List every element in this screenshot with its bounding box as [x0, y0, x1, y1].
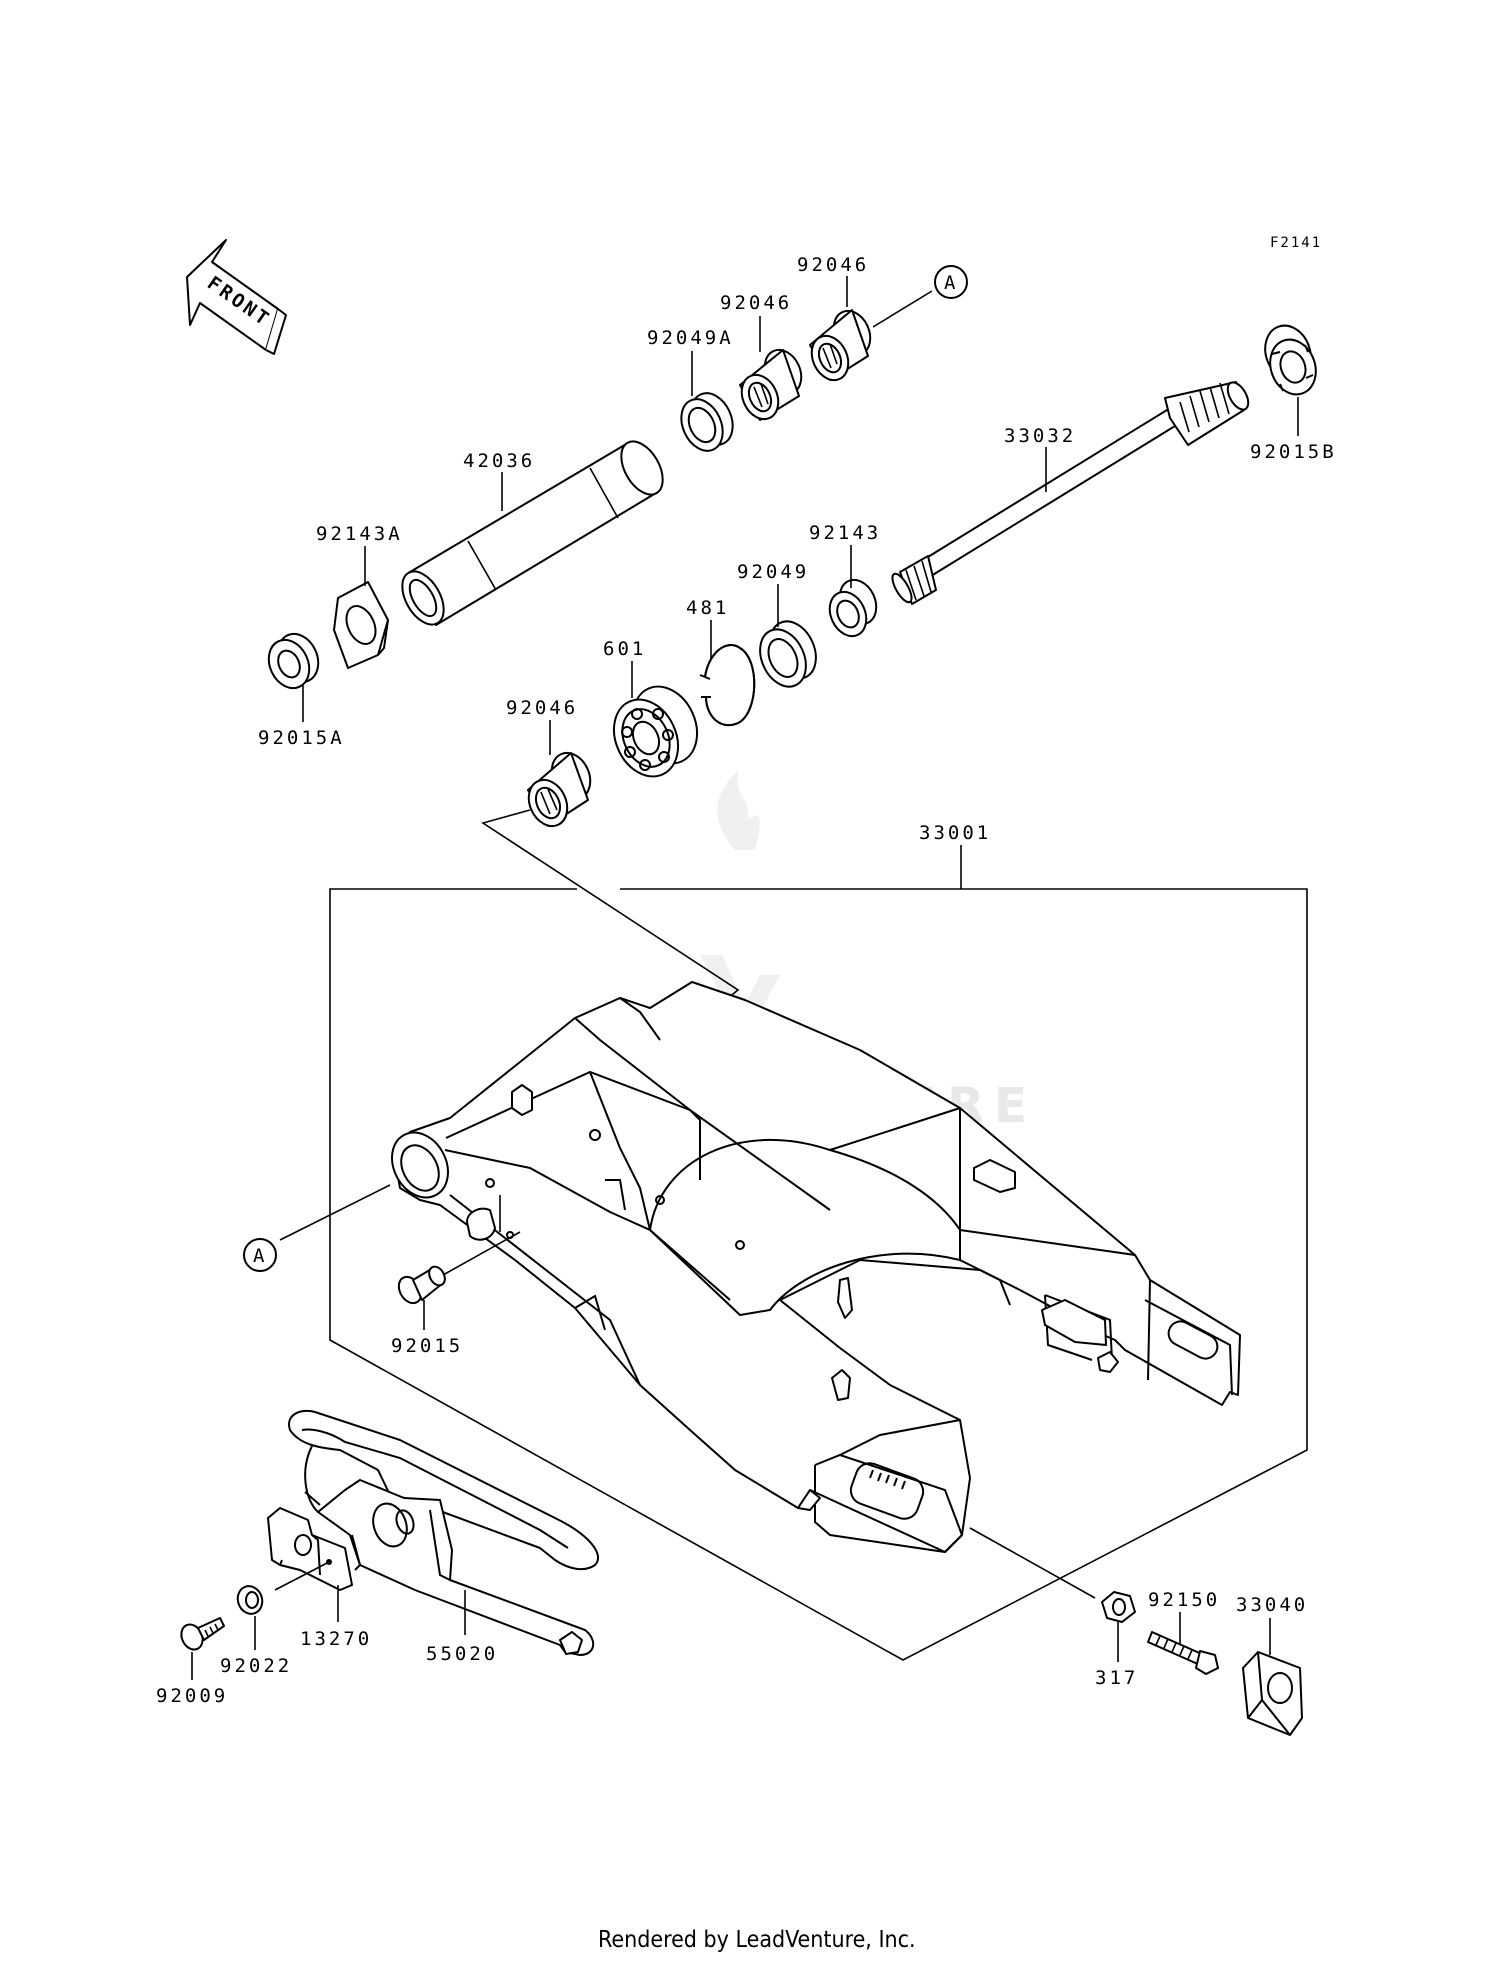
- ref-marker-a-top: A: [934, 265, 968, 299]
- part-92150-bolt[interactable]: [1147, 1631, 1219, 1675]
- label-92015B: 92015B: [1250, 441, 1337, 463]
- part-481-circlip[interactable]: [699, 644, 756, 727]
- part-92015-bolt[interactable]: [394, 1264, 448, 1307]
- front-arrow-icon: FRONT: [186, 239, 287, 355]
- ref-marker-a-lower: A: [243, 1238, 277, 1272]
- label-92022: 92022: [220, 1655, 292, 1677]
- part-92049-seal[interactable]: [751, 614, 824, 694]
- diagram-code: F2141: [1270, 235, 1322, 251]
- part-92046-low-bearing[interactable]: [522, 747, 598, 833]
- part-55020-chain-guide[interactable]: [288, 1410, 600, 1656]
- part-33032-pivot-shaft[interactable]: [889, 379, 1253, 605]
- part-92049A-seal[interactable]: [673, 386, 740, 457]
- label-92046-mid: 92046: [720, 292, 792, 314]
- part-92143A-collar[interactable]: [333, 581, 389, 669]
- part-13270-plate[interactable]: [267, 1507, 353, 1591]
- label-92046-low: 92046: [506, 697, 578, 719]
- label-92015: 92015: [391, 1335, 463, 1357]
- label-601: 601: [603, 638, 646, 660]
- part-33040-adjuster[interactable]: [1242, 1651, 1303, 1736]
- label-42036: 42036: [463, 450, 535, 472]
- label-92049A: 92049A: [647, 327, 734, 349]
- label-317: 317: [1095, 1667, 1138, 1689]
- label-92015A: 92015A: [258, 727, 345, 749]
- label-33040: 33040: [1236, 1594, 1308, 1616]
- part-92046-top-bearing[interactable]: [805, 305, 877, 386]
- label-33032: 33032: [1004, 425, 1076, 447]
- part-92143-collar[interactable]: [823, 574, 883, 642]
- label-481: 481: [686, 597, 729, 619]
- label-92046-top: 92046: [797, 254, 869, 276]
- part-33001-swing-arm[interactable]: [381, 981, 1241, 1554]
- part-92015B-locknut[interactable]: [1258, 319, 1323, 401]
- ref-marker-a-top-text: A: [944, 272, 958, 294]
- part-92022-washer[interactable]: [234, 1583, 266, 1618]
- part-92046-mid-bearing[interactable]: [735, 344, 808, 425]
- label-13270: 13270: [300, 1628, 372, 1650]
- label-55020: 55020: [426, 1643, 498, 1665]
- part-601-ball-bearing[interactable]: [602, 676, 709, 787]
- part-42036-sleeve[interactable]: [394, 434, 671, 631]
- label-92143A: 92143A: [316, 523, 403, 545]
- part-92015A-nut[interactable]: [261, 627, 326, 694]
- label-92049: 92049: [737, 561, 809, 583]
- label-92143: 92143: [809, 522, 881, 544]
- footer-credit: Rendered by LeadVenture, Inc.: [598, 1927, 916, 1953]
- part-317-nut[interactable]: [1101, 1591, 1136, 1623]
- part-92009-bolt[interactable]: [177, 1617, 225, 1653]
- ref-marker-a-lower-text: A: [253, 1245, 267, 1267]
- label-33001: 33001: [919, 822, 991, 844]
- label-92150: 92150: [1148, 1589, 1220, 1611]
- label-92009: 92009: [156, 1685, 228, 1707]
